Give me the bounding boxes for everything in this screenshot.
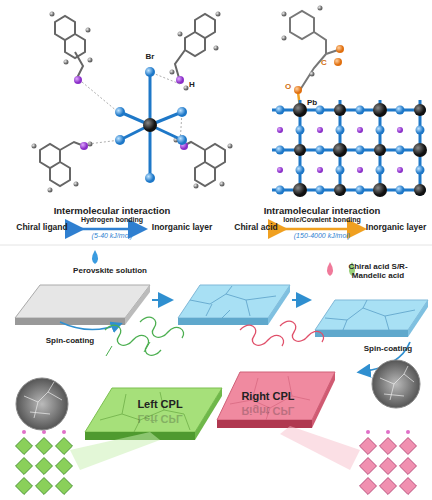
layer-bonds — [272, 100, 426, 196]
right-film — [217, 372, 335, 428]
hydrogen-bond-lines — [82, 72, 182, 144]
interaction-arrow — [283, 228, 362, 231]
lead-atom — [143, 118, 157, 132]
step-label: Spin-coating — [46, 336, 94, 345]
bond-type: Ionic/Covalent bonding — [283, 216, 360, 224]
solution-drop — [92, 250, 98, 264]
green-lattice — [16, 438, 73, 495]
hydrogen-atoms — [32, 12, 233, 193]
interaction-end: Inorganic layer — [152, 223, 212, 233]
step-label: Chiral acid S/R-Mandelic acid — [338, 262, 418, 280]
coated-substrate — [315, 300, 428, 337]
process-arrow — [292, 299, 308, 301]
sem-image — [16, 378, 68, 430]
green-lattice-ligands — [22, 430, 66, 434]
cpl-label: Right CPL — [241, 390, 294, 403]
process-arrow — [152, 299, 170, 301]
layer-cations — [277, 127, 403, 173]
interaction-end: Chiral acid — [234, 223, 277, 233]
bond-type: Hydrogen bonding — [81, 216, 143, 224]
step-label: Perovskite solution — [73, 266, 147, 275]
nitrogen-atoms — [74, 76, 188, 150]
organic-ligand — [40, 14, 225, 186]
substrate — [15, 285, 150, 325]
red-lattice — [360, 438, 417, 495]
cpl-reflection: Right CPL — [241, 404, 294, 417]
step-label: Spin-coating — [364, 344, 412, 353]
pb-br-bonds — [120, 72, 182, 178]
bond-energy: (5-40 kJ/mol) — [92, 232, 133, 240]
sem-image — [372, 360, 420, 408]
atom-label: Br — [146, 52, 155, 61]
atom-label: H — [189, 80, 195, 89]
red-lattice-ligands — [366, 430, 410, 434]
cpl-label: Left CPL — [137, 398, 182, 411]
oxygen-atoms — [294, 45, 344, 94]
interaction-end: Chiral ligand — [16, 223, 67, 233]
atom-label: Pb — [307, 98, 317, 107]
coated-substrate — [178, 285, 290, 325]
light-beam — [70, 432, 160, 470]
mandelic-acid — [290, 11, 338, 90]
light-beam — [280, 426, 360, 470]
atom-label: C — [321, 58, 327, 67]
panel-title: Intermolecular interaction — [54, 206, 171, 217]
left-cpl-helix — [105, 317, 184, 356]
cpl-reflection: Left CPL — [137, 412, 182, 425]
acid-hydrogens — [282, 6, 323, 77]
interaction-end: Inorganic layer — [366, 223, 426, 233]
interaction-arrow — [80, 228, 143, 231]
right-cpl-helix — [240, 321, 324, 346]
bromine-atoms — [115, 67, 187, 183]
layer-bromine — [276, 106, 425, 195]
atom-label: O — [285, 82, 291, 91]
acid-drop — [327, 262, 333, 276]
left-film — [85, 388, 222, 440]
bond-energy: (150-4000 kJ/mol) — [294, 232, 350, 240]
panel-title: Intramolecular interaction — [264, 206, 381, 217]
divider — [0, 245, 432, 246]
layer-lead — [293, 103, 427, 197]
